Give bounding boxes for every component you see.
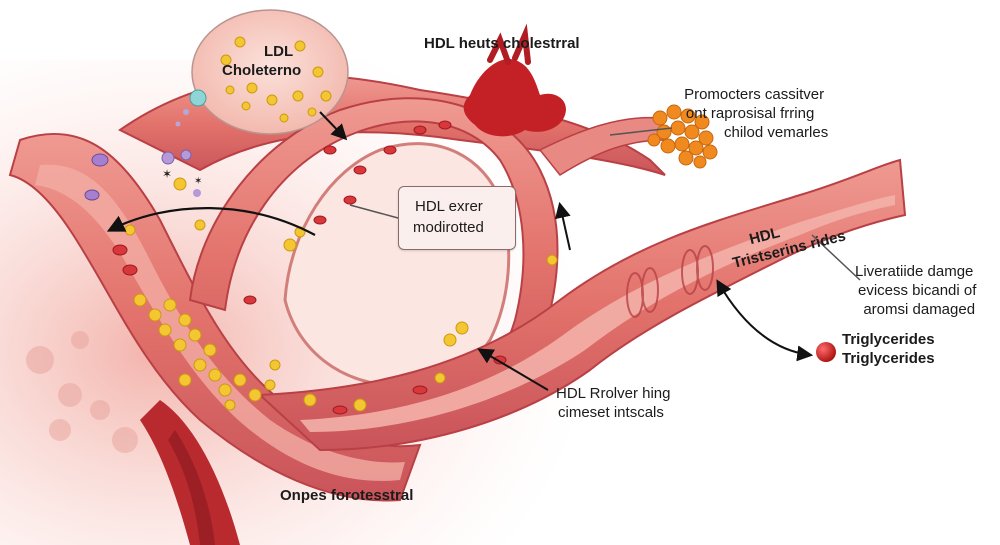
arrow-left-curve bbox=[106, 207, 316, 236]
promoters-line2: ont raprosisal frring bbox=[685, 105, 815, 122]
right-vessel-lumen bbox=[300, 195, 895, 432]
promoters-line3: chilod vemarles bbox=[724, 124, 829, 141]
triglycerides-label: Triglycerides Triglycerides bbox=[842, 330, 935, 368]
bottom-label: Onpes forotesstral bbox=[280, 487, 414, 504]
hdl-river-label: HDL Rrolver hing cimeset intscals bbox=[556, 384, 671, 422]
arrow-triglycerides bbox=[716, 279, 814, 362]
liver-label: Liveratiide damge evicess bicandi of aro… bbox=[852, 262, 976, 319]
svg-text:✶: ✶ bbox=[162, 167, 172, 181]
triglyceride-dot bbox=[816, 342, 836, 362]
hdl-box-line2: modirotted bbox=[413, 219, 484, 236]
arrow-hdl-river bbox=[477, 348, 549, 391]
leader-box bbox=[349, 204, 399, 219]
promoters-label: Promocters cassitver ont raprosisal frri… bbox=[680, 85, 828, 142]
triglycerides-line2: Triglycerides bbox=[842, 350, 935, 367]
liver-line2: evicess bicandi of bbox=[858, 282, 977, 299]
floating-particles: ✶ ✶ bbox=[161, 109, 202, 197]
triglycerides-line1: Triglycerides bbox=[842, 331, 935, 348]
hdl-river-line2: cimeset intscals bbox=[558, 404, 664, 421]
cholesterol-deposits bbox=[124, 219, 558, 412]
hdl-particle bbox=[189, 89, 207, 107]
ldl-bubble bbox=[191, 9, 349, 135]
liver-line1: Liveratiide damge bbox=[855, 263, 974, 280]
svg-text:✶: ✶ bbox=[194, 176, 202, 187]
liver-line3: aromsi damaged bbox=[863, 301, 976, 318]
ldl-particles bbox=[220, 36, 332, 123]
hdl-callout-box: HDL exrer modirotted bbox=[398, 186, 516, 250]
red-cluster bbox=[463, 23, 566, 137]
hdl-box-line1: HDL exrer bbox=[415, 198, 483, 215]
tissue-cells bbox=[26, 331, 138, 453]
left-vessel-lumen bbox=[35, 164, 405, 481]
leader-liver bbox=[811, 234, 861, 281]
immune-cells bbox=[84, 153, 109, 201]
vessel-rings bbox=[626, 245, 714, 318]
ldl-label: LDL bbox=[264, 43, 294, 60]
title-label: HDL heuts cholestrral bbox=[424, 35, 580, 52]
leader-promoter bbox=[609, 127, 673, 136]
hdl-river-line1: HDL Rrolver hing bbox=[556, 385, 671, 402]
red-blood-cells bbox=[112, 120, 507, 415]
ldl-sub-label: Choleterno bbox=[222, 62, 302, 79]
arrow-up-center bbox=[554, 201, 571, 251]
ldl-bubble-label: LDL Choleterno bbox=[222, 42, 301, 80]
right-vessel bbox=[257, 158, 907, 452]
promoters-line1: Promocters cassitver bbox=[684, 86, 825, 103]
bottom-trunk-shade bbox=[168, 430, 215, 545]
arrow-ldl-down bbox=[319, 111, 348, 141]
fat-cluster bbox=[647, 104, 718, 169]
